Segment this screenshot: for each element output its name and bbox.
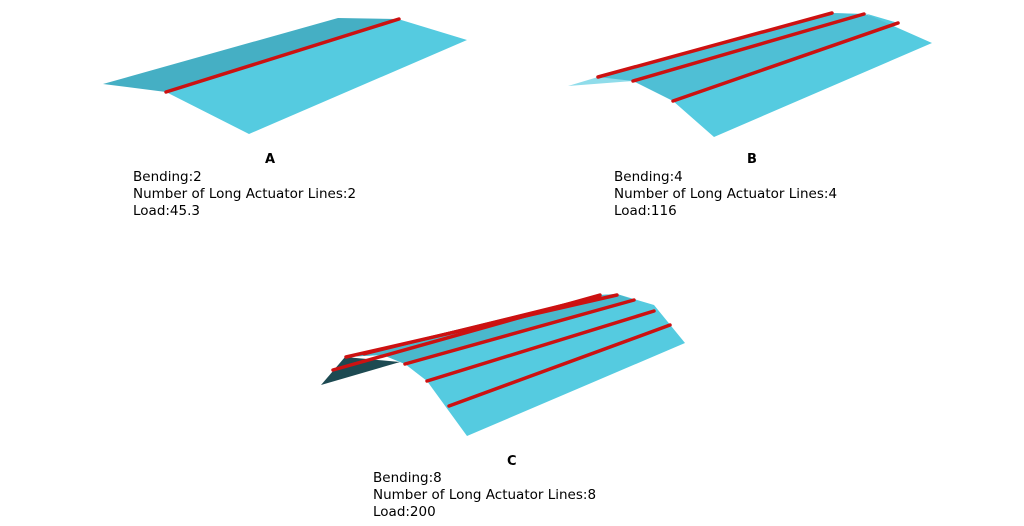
actuator-line bbox=[362, 294, 602, 356]
actuator-line bbox=[425, 309, 656, 383]
panel-a-model bbox=[103, 17, 467, 134]
bending-text: Bending:8 bbox=[373, 470, 442, 486]
load-text: Load:200 bbox=[373, 504, 436, 520]
panel-a-info: Bending:2 Number of Long Actuator Lines:… bbox=[133, 169, 356, 220]
load-text: Load:45.3 bbox=[133, 203, 200, 219]
panel-c-info: Bending:8 Number of Long Actuator Lines:… bbox=[373, 470, 596, 521]
panel-b-info: Bending:4 Number of Long Actuator Lines:… bbox=[614, 169, 837, 220]
surface-underside bbox=[321, 357, 400, 385]
actuator-line bbox=[403, 298, 636, 366]
actuator-line bbox=[447, 323, 672, 408]
actuator-lines-text: Number of Long Actuator Lines:8 bbox=[373, 487, 597, 503]
surface-top bbox=[345, 294, 685, 436]
surface-facet-middle bbox=[598, 13, 898, 101]
panel-a-label: A bbox=[265, 152, 276, 167]
actuator-lines-text: Number of Long Actuator Lines:4 bbox=[614, 186, 838, 202]
actuator-line bbox=[596, 11, 834, 79]
panel-b-label: B bbox=[747, 152, 757, 167]
surface-facet-right bbox=[166, 19, 467, 134]
bending-text: Bending:2 bbox=[133, 169, 202, 185]
load-text: Load:116 bbox=[614, 203, 677, 219]
surface-facet-right bbox=[673, 13, 932, 137]
actuator-lines-text: Number of Long Actuator Lines:2 bbox=[133, 186, 357, 202]
panel-c-model bbox=[321, 293, 685, 436]
panel-b-model bbox=[568, 11, 932, 137]
surface-facet-left bbox=[103, 18, 398, 92]
panel-c-label: C bbox=[507, 454, 517, 469]
actuator-line bbox=[671, 21, 900, 103]
actuator-line bbox=[631, 12, 866, 83]
bending-text: Bending:4 bbox=[614, 169, 683, 185]
actuator-line bbox=[164, 17, 401, 94]
